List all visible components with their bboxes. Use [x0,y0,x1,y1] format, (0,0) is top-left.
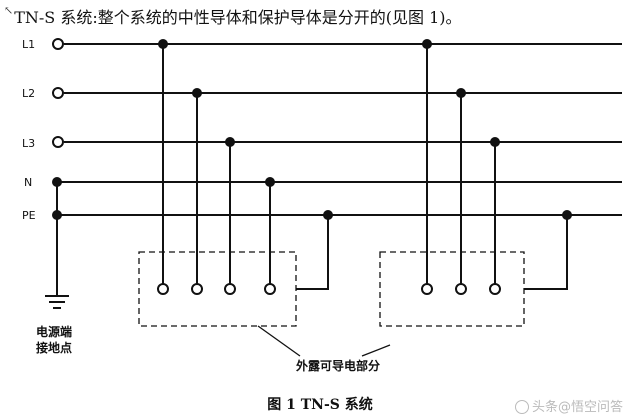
node-left-n [265,177,275,187]
pe-connection-left [296,215,329,290]
node-right-pe [562,210,572,220]
load-terminal-right-l3 [489,283,501,295]
line-label-l3: L3 [22,137,36,150]
source-terminal-l3 [52,136,64,148]
line-label-l2: L2 [22,87,36,100]
node-right-l3 [490,137,500,147]
exposed-parts-label: 外露可导电部分 [296,359,381,373]
diagram-heading: ↖TN-S 系统:整个系统的中性导体和保护导体是分开的(见图 1)。 [4,4,462,27]
cursor-mark: ↖ [4,4,14,17]
equipment-enclosure-right [379,251,525,327]
line-label-pe: PE [22,209,36,222]
callout-line-right [361,344,391,357]
equipment-enclosure-left [138,251,297,327]
callout-line-left [257,325,301,357]
source-terminal-l2 [52,87,64,99]
node-left-l1 [158,39,168,49]
pe-connection-right [524,215,568,290]
figure-caption: 图 1 TN-S 系统 [267,397,373,413]
load-terminal-right-l2 [455,283,467,295]
watermark: 头条@悟空问答 [515,396,623,415]
node-left-l2 [192,88,202,98]
node-pe-source [52,210,62,220]
load-terminal-left-l2 [191,283,203,295]
node-right-l2 [456,88,466,98]
load-terminal-left-l3 [224,283,236,295]
node-left-pe [323,210,333,220]
node-n-source [52,177,62,187]
load-terminal-left-l1 [157,283,169,295]
node-right-l1 [422,39,432,49]
earth-point-label: 电源端 接地点 [36,325,73,355]
load-terminal-right-l1 [421,283,433,295]
node-left-l3 [225,137,235,147]
watermark-logo-icon [515,400,529,414]
line-label-n: N [24,176,33,189]
load-terminal-left-n [264,283,276,295]
source-terminal-l1 [52,38,64,50]
line-label-l1: L1 [22,38,36,51]
